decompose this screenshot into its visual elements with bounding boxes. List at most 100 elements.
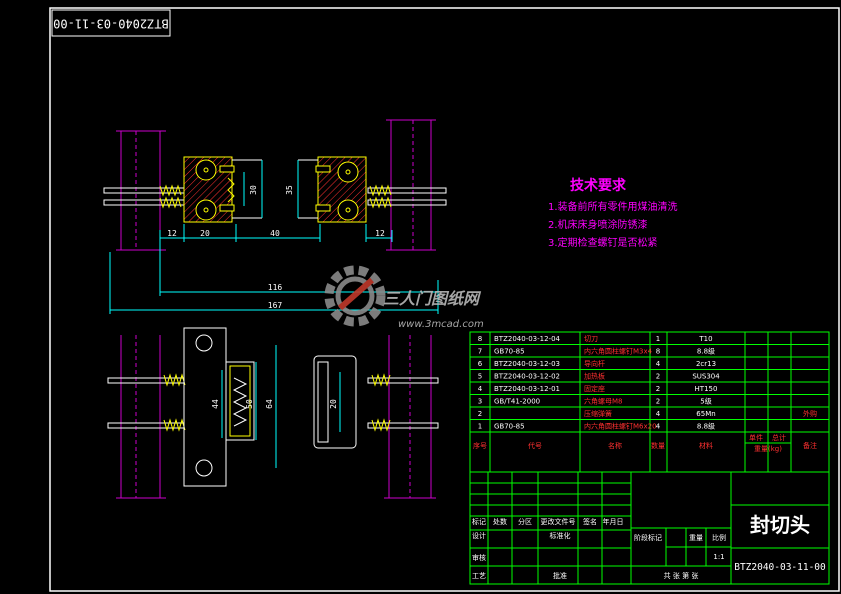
rotated-number-box: BTZ2040-03-11-00 bbox=[51, 9, 171, 37]
bom-row-note: 外购 bbox=[803, 409, 817, 418]
note-1: 1.装备前所有零件用煤油清洗 bbox=[548, 200, 678, 213]
top-view-dim-labels: 12 20 40 12 116 167 30 35 bbox=[167, 185, 385, 310]
bom-row-qty: 8 bbox=[656, 348, 660, 356]
top-view: 12 20 40 12 116 167 30 35 bbox=[103, 119, 447, 314]
stage-mark-label: 阶段标记 bbox=[634, 533, 662, 542]
bom-row-no: 5 bbox=[478, 373, 482, 381]
bom-header-total-weight: 总计 bbox=[772, 433, 786, 442]
rotated-drawing-number: BTZ2040-03-11-00 bbox=[53, 17, 169, 31]
bom-row-name: 固定座 bbox=[584, 384, 605, 393]
note-2: 2.机床床身喷涂防锈漆 bbox=[548, 218, 648, 231]
bom-row-material: 8.8级 bbox=[697, 422, 715, 431]
role-design: 设计 bbox=[472, 531, 486, 540]
bom-row-qty: 4 bbox=[656, 410, 661, 418]
bom-header-no: 序号 bbox=[473, 441, 487, 450]
bom-row-qty: 2 bbox=[656, 385, 660, 393]
left-frame-column bbox=[116, 130, 166, 251]
bom-row-qty: 2 bbox=[656, 373, 660, 381]
front-dimensions bbox=[221, 345, 341, 468]
dim-40: 40 bbox=[270, 229, 280, 238]
bom-row-name: 切刀 bbox=[584, 335, 598, 343]
bom-row-code: GB70-85 bbox=[494, 423, 525, 431]
dim-116: 116 bbox=[268, 283, 283, 292]
bom-row-code: GB70-85 bbox=[494, 348, 525, 356]
bom-row-name: 内六角圆柱螺钉M3x4 bbox=[584, 347, 653, 356]
drawing-border bbox=[49, 7, 840, 592]
bom-row-material: T10 bbox=[698, 335, 712, 343]
rev-label-0: 标记 bbox=[472, 517, 486, 526]
bom-row-name: 压缩弹簧 bbox=[584, 409, 612, 418]
bom-row-no: 6 bbox=[478, 360, 483, 368]
bom-row-name: 内六角圆柱螺钉M6x20 bbox=[584, 422, 657, 431]
top-view-dimensions bbox=[109, 160, 439, 314]
bom-header-code: 代号 bbox=[528, 441, 542, 450]
scale-value: 1:1 bbox=[713, 553, 724, 561]
front-right-frame bbox=[384, 335, 436, 499]
bom-row-no: 4 bbox=[478, 385, 483, 393]
dim-20-side: 20 bbox=[329, 399, 338, 409]
right-frame-column bbox=[386, 119, 436, 251]
bom-row-material: 65Mn bbox=[696, 410, 715, 418]
bom-row-code: BTZ2040-03-12-04 bbox=[494, 335, 561, 343]
weight-label: 重量 bbox=[689, 534, 703, 542]
role-review: 审核 bbox=[472, 553, 486, 562]
title-block: 标记 处数 分区 更改文件号 签名 年月日 设计 标准化 审核 工艺 批准 阶段… bbox=[469, 471, 830, 585]
bom-row-code: BTZ2040-03-12-01 bbox=[494, 385, 560, 393]
bom-header-weight: 重量(kg) bbox=[754, 445, 782, 453]
rev-label-5: 年月日 bbox=[603, 517, 624, 526]
bom-row-qty: 4 bbox=[656, 360, 661, 368]
role-process: 工艺 bbox=[472, 572, 486, 580]
bom-row-no: 7 bbox=[478, 348, 482, 356]
dim-12-right: 12 bbox=[375, 229, 385, 238]
bom-row-material: HT150 bbox=[695, 385, 718, 393]
front-dim-labels: 44 50 64 20 bbox=[211, 399, 338, 409]
bom-header-unit-weight: 单件 bbox=[749, 433, 763, 442]
dim-167: 167 bbox=[268, 301, 283, 310]
bom-header-note: 备注 bbox=[803, 441, 817, 450]
bom-row-no: 8 bbox=[478, 335, 482, 343]
sheets-label: 共 张 第 张 bbox=[664, 571, 699, 580]
dim-30: 30 bbox=[249, 185, 258, 195]
bom-row-no: 2 bbox=[478, 410, 482, 418]
front-left-frame bbox=[116, 335, 166, 499]
bom-header-qty: 数量 bbox=[651, 441, 665, 450]
bom-row-code: BTZ2040-03-12-02 bbox=[494, 373, 560, 381]
role-standardization: 标准化 bbox=[550, 531, 571, 540]
bom-row-material: 8.8级 bbox=[697, 347, 715, 356]
role-approve: 批准 bbox=[553, 571, 567, 580]
scale-label: 比例 bbox=[712, 533, 726, 542]
bom-header-name: 名称 bbox=[608, 441, 622, 450]
bom-row-name: 加热板 bbox=[584, 372, 605, 381]
watermark-brand: 三人门图纸网 bbox=[383, 289, 482, 308]
dim-12-left: 12 bbox=[167, 229, 177, 238]
rev-label-4: 签名 bbox=[583, 517, 597, 526]
left-cutter-block bbox=[183, 156, 262, 223]
bom-row-no: 1 bbox=[478, 423, 482, 431]
bom-row-name: 六角螺母M8 bbox=[584, 397, 623, 406]
rev-label-1: 处数 bbox=[493, 517, 507, 526]
bom-row-qty: 1 bbox=[656, 335, 660, 343]
front-left-holder bbox=[183, 327, 255, 487]
watermark: 三人门图纸网 www.3mcad.com bbox=[324, 265, 484, 330]
drawing-name: 封切头 bbox=[750, 513, 810, 537]
drawing-number: BTZ2040-03-11-00 bbox=[734, 562, 826, 573]
bom-row-qty: 2 bbox=[656, 398, 660, 406]
bom-header-material: 材料 bbox=[699, 441, 713, 450]
notes-title: 技术要求 bbox=[570, 177, 627, 194]
rev-label-3: 更改文件号 bbox=[541, 517, 576, 526]
front-right-holder bbox=[313, 355, 357, 449]
bom-row-material: 2cr13 bbox=[696, 360, 716, 368]
bom-row-material: SUS304 bbox=[692, 373, 720, 381]
bom-row-qty: 4 bbox=[656, 423, 661, 431]
rev-label-2: 分区 bbox=[518, 517, 532, 526]
right-guide-rods bbox=[367, 184, 447, 209]
dim-50: 50 bbox=[245, 399, 254, 409]
technical-requirements: 技术要求 1.装备前所有零件用煤油清洗 2.机床床身喷涂防锈漆 3.定期检查螺钉… bbox=[548, 177, 678, 249]
front-view: 44 50 64 20 bbox=[107, 327, 439, 499]
bom-row-material: 5级 bbox=[700, 397, 711, 406]
dim-35: 35 bbox=[285, 185, 294, 195]
bom-row-code: GB/T41-2000 bbox=[494, 398, 540, 406]
dim-44: 44 bbox=[211, 399, 220, 409]
dim-20: 20 bbox=[200, 229, 210, 238]
